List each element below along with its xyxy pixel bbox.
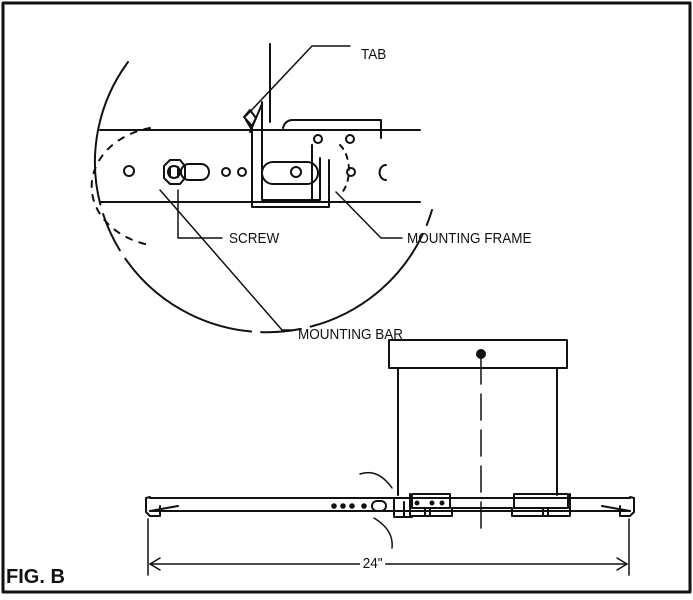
dimension-label: 24" [360,556,386,571]
mounting-bar-label: MOUNTING BAR [298,326,404,343]
tab [243,109,257,131]
housing-cap [388,339,568,369]
bar-slot-2 [261,161,319,185]
mounting-frame [249,43,382,208]
leader-frame [335,191,403,239]
tab-label: TAB [361,46,387,63]
screw [163,159,186,185]
detail-view [90,43,433,334]
mounting-frame-label: MOUNTING FRAME [407,230,532,247]
leader-bar [159,189,293,331]
screw-label: SCREW [229,230,280,247]
detail-circle [93,61,433,334]
side-view [145,339,635,576]
figure-label: FIG. B [6,566,65,588]
leader-tab [245,45,351,117]
leader-screw [177,189,223,239]
detail-inner-arc [90,127,151,246]
center-point [476,349,486,359]
